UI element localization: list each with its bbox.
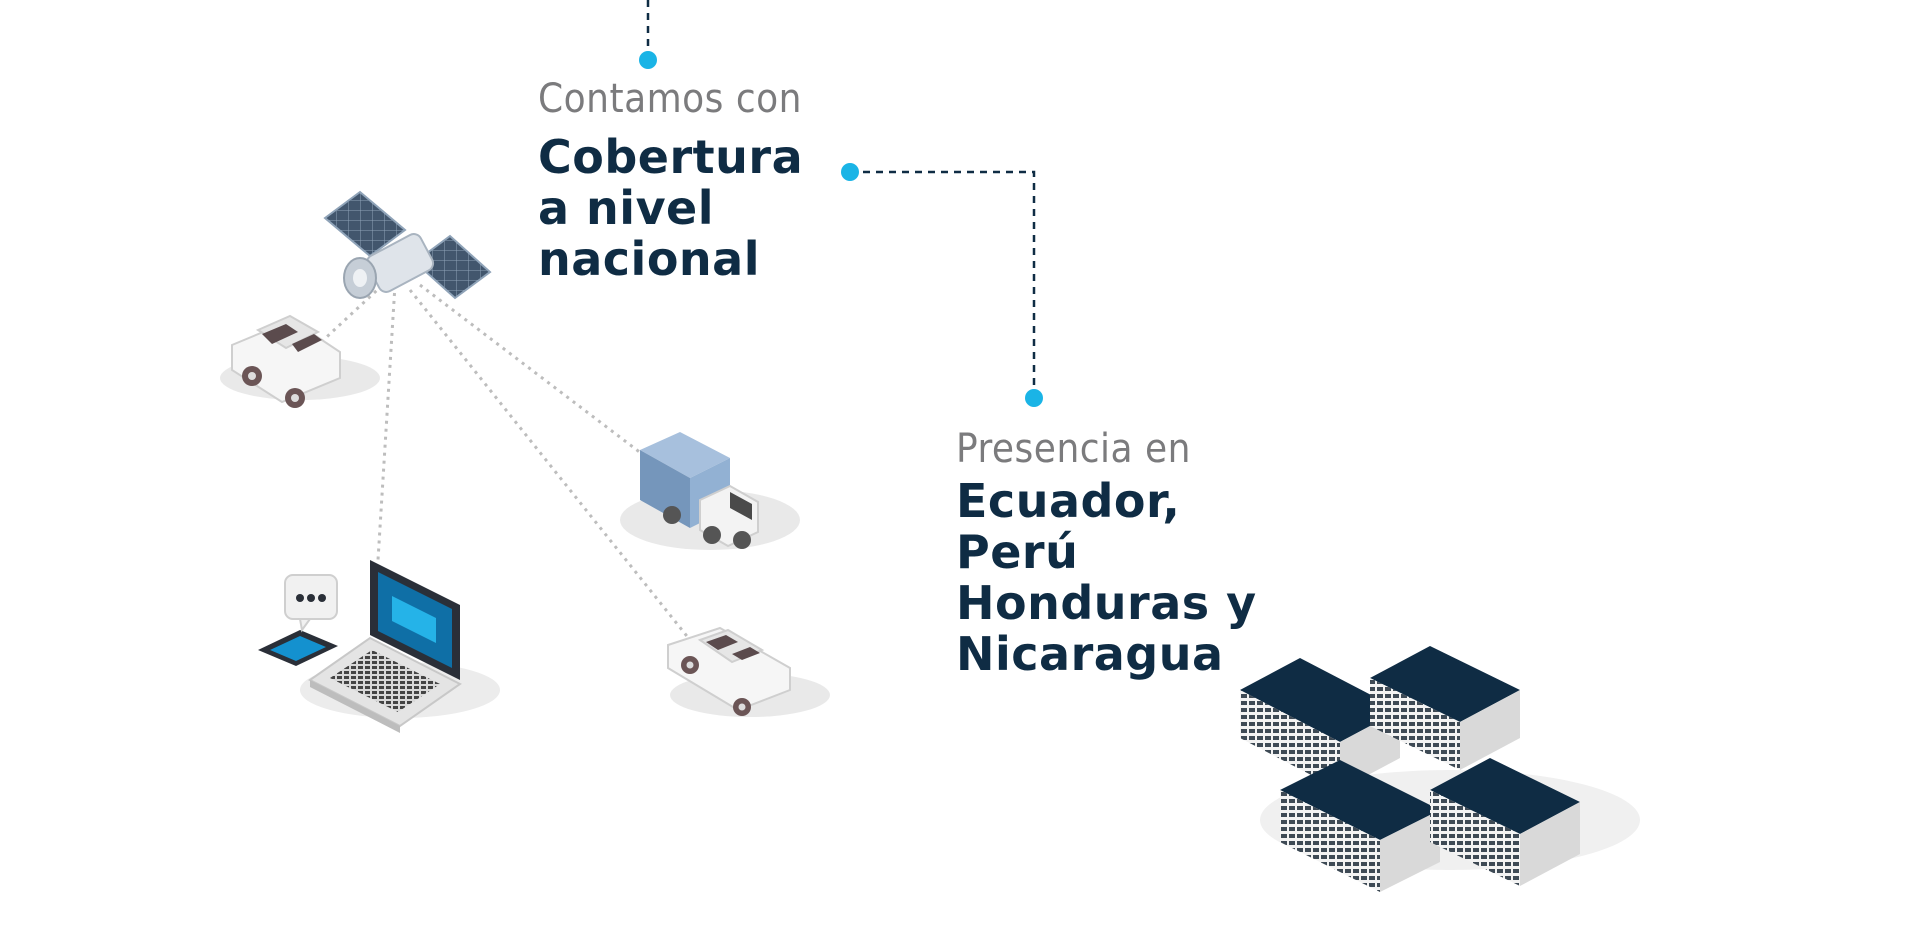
satellite-links [316, 278, 692, 641]
tablet-icon [258, 630, 338, 666]
presence-headline-line: Perú [956, 525, 1079, 579]
office-building-b [1370, 646, 1520, 770]
coverage-headline-line: a nivel [538, 181, 715, 235]
presence-lead: Presencia en [956, 426, 1191, 472]
coverage-headline-line: Cobertura [538, 130, 804, 184]
office-building-d [1430, 758, 1580, 886]
truck-icon [620, 432, 800, 550]
presence-block: Presencia en Ecuador, Perú Honduras y Ni… [956, 426, 1257, 680]
presence-headline-line: Honduras y [956, 576, 1257, 630]
coverage-headline-line: nacional [538, 232, 760, 286]
link-to-car-2 [408, 289, 692, 641]
presence-headline-line: Nicaragua [956, 627, 1224, 681]
chat-bubble-icon [284, 574, 338, 633]
car-icon [220, 314, 380, 408]
link-to-laptop [376, 284, 397, 561]
connector-top [639, 0, 657, 69]
laptop-icon [300, 560, 500, 733]
coverage-headline: Cobertura a nivel nacional [538, 132, 803, 285]
office-buildings-icon [1240, 646, 1640, 892]
connector-coverage-presence [841, 163, 1043, 407]
office-building-c [1280, 760, 1440, 892]
satellite-icon [323, 190, 492, 300]
presence-headline-line: Ecuador, [956, 474, 1181, 528]
coverage-lead: Contamos con [538, 76, 802, 122]
coverage-block: Contamos con Cobertura a nivel nacional [538, 76, 803, 285]
link-to-truck [419, 283, 651, 462]
presence-headline: Ecuador, Perú Honduras y Nicaragua [956, 476, 1257, 680]
car-icon-2 [667, 626, 830, 717]
